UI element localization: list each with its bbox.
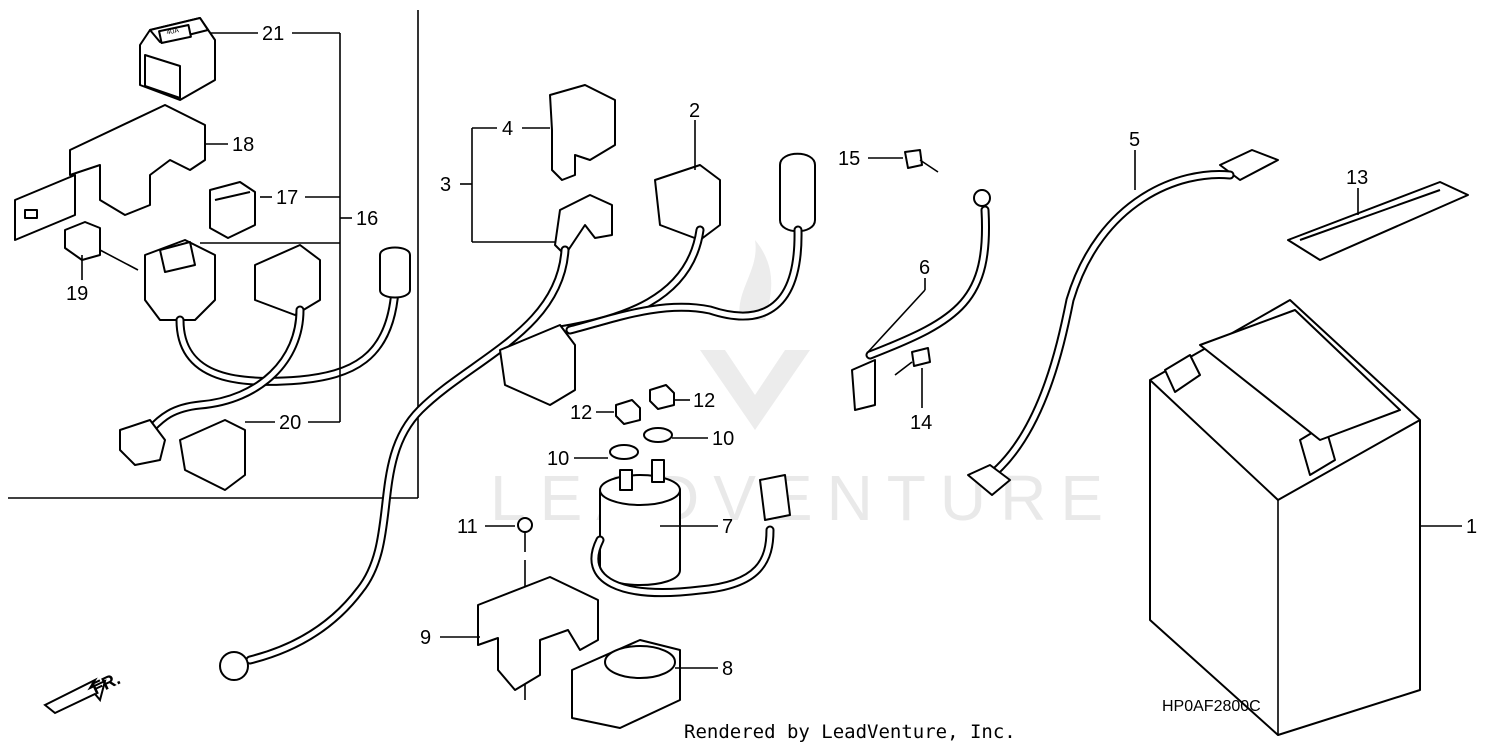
part-6-ground-cable [851, 189, 991, 411]
watermark: LEADVENTURE [490, 240, 1117, 534]
part-2-starter-harness [499, 152, 816, 406]
callout-16: 16 [356, 208, 378, 230]
rendered-by-footer: Rendered by LeadVenture, Inc. [684, 721, 1016, 743]
watermark-text: LEADVENTURE [490, 462, 1117, 534]
callout-6: 6 [919, 257, 930, 279]
part-1-battery [1149, 299, 1421, 736]
part-4-terminal-cap [549, 84, 616, 181]
callout-8: 8 [722, 658, 733, 680]
part-7-starter-relay [590, 459, 791, 597]
callout-7: 7 [722, 516, 733, 538]
callout-9: 9 [420, 627, 431, 649]
callout-18: 18 [232, 134, 254, 156]
part-18-bracket [14, 104, 206, 241]
callout-leaders [81, 32, 1462, 669]
callout-5: 5 [1129, 129, 1140, 151]
callout-1: 1 [1466, 516, 1477, 538]
part-9-bracket [477, 576, 599, 691]
front-direction-indicator: FR. [43, 668, 123, 715]
callout-14: 14 [910, 412, 932, 434]
callout-15: 15 [838, 148, 860, 170]
callout-3: 3 [440, 174, 451, 196]
callout-10-upper: 10 [712, 428, 734, 450]
part-15-bolt [904, 149, 939, 173]
arrow-left-down-icon [43, 677, 107, 715]
callout-13: 13 [1346, 167, 1368, 189]
callout-4: 4 [502, 118, 513, 140]
callout-2: 2 [689, 100, 700, 122]
part-16-harness [119, 239, 411, 491]
callout-labels: 1 2 3 4 5 6 7 8 9 10 10 11 12 12 13 14 1… [66, 23, 1477, 680]
diagram-code: HP0AF2800C [1162, 698, 1261, 715]
part-12-nuts [615, 384, 675, 425]
part-14-bolt [894, 347, 931, 376]
part-21-relay: 40A [139, 17, 216, 101]
part-5-battery-cable [967, 149, 1279, 496]
callout-17: 17 [276, 187, 298, 209]
part-10-washers [609, 427, 673, 460]
part-19-clip [64, 221, 101, 261]
part-13-strap [1287, 181, 1469, 261]
callout-19: 19 [66, 283, 88, 305]
fuse-rating-label: 40A [166, 27, 180, 37]
callout-10-lower: 10 [547, 448, 569, 470]
watermark-logo-icon [700, 240, 810, 430]
callout-12-left: 12 [570, 402, 592, 424]
callout-21: 21 [262, 23, 284, 45]
callout-20: 20 [279, 412, 301, 434]
part-17-fuse [209, 181, 256, 239]
part-8-boot [571, 639, 681, 729]
callout-12-right: 12 [693, 390, 715, 412]
part-3-starter-cable [219, 194, 613, 681]
callout-11: 11 [457, 516, 478, 538]
